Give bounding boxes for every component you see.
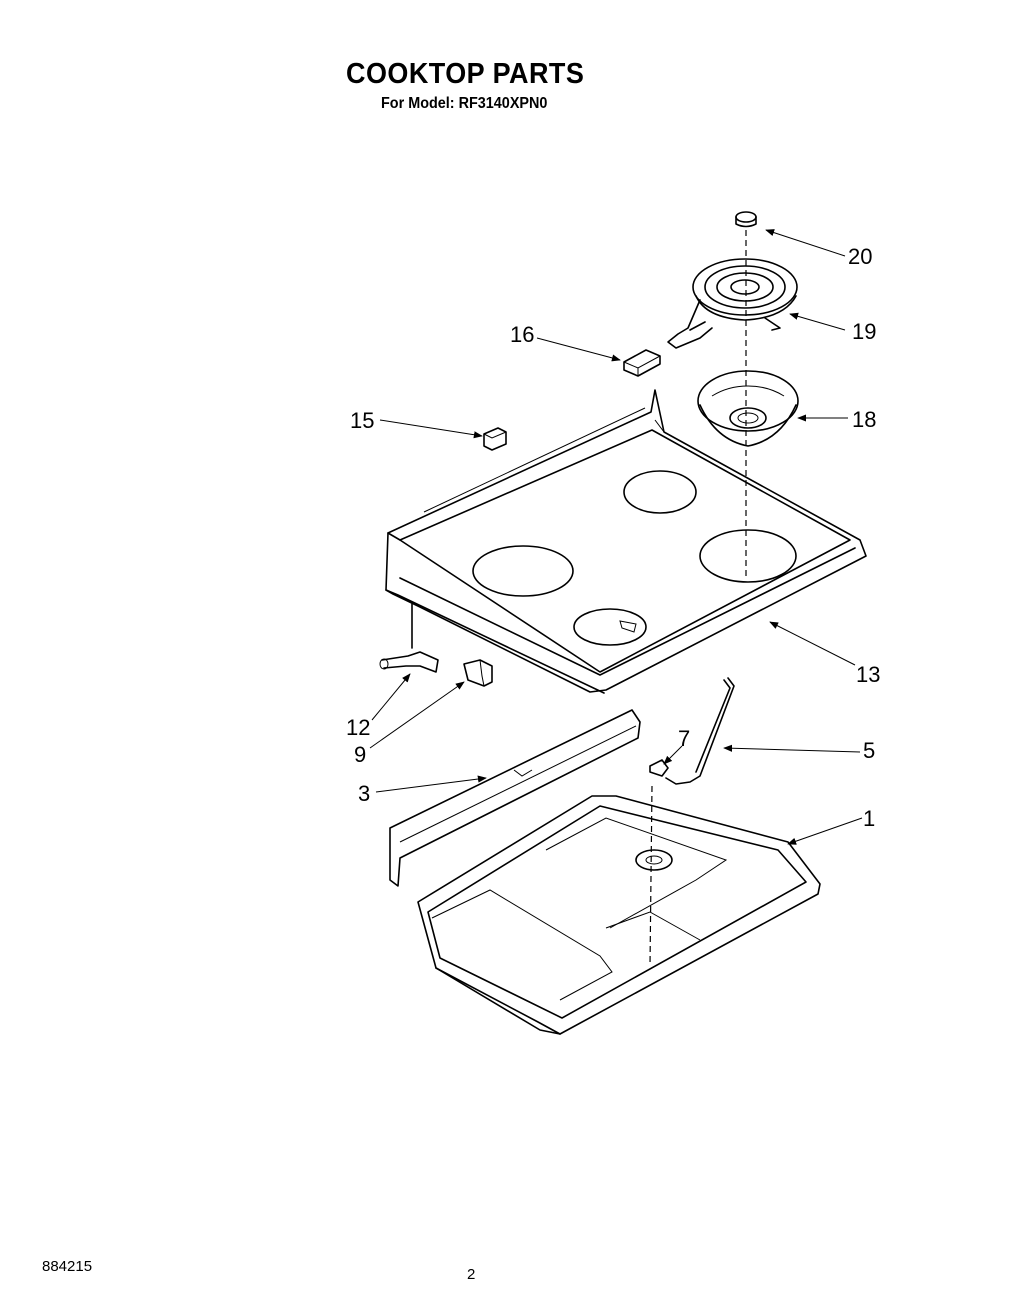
leader-arrows — [369, 229, 863, 845]
callout-5: 5 — [863, 738, 875, 763]
page-number: 2 — [467, 1266, 476, 1283]
part-15-bracket — [483, 427, 507, 451]
callout-15: 15 — [350, 408, 374, 433]
part-5-rod — [665, 677, 735, 785]
callout-20: 20 — [848, 244, 872, 269]
part-9-clip — [463, 659, 493, 687]
document-number: 884215 — [42, 1258, 93, 1275]
callout-13: 13 — [856, 662, 880, 687]
callout-7: 7 — [678, 726, 690, 751]
assembly-line — [649, 785, 653, 967]
part-3-rear-strip — [389, 709, 641, 887]
callout-3: 3 — [358, 781, 370, 806]
part-7-clip — [649, 759, 669, 777]
part-1-bottom-pan — [417, 795, 821, 1035]
callout-12: 12 — [346, 715, 370, 740]
callout-16: 16 — [510, 322, 534, 347]
callout-18: 18 — [852, 407, 876, 432]
model-subtitle: For Model: RF3140XPN0 — [381, 95, 548, 112]
page-title: COOKTOP PARTS — [346, 58, 585, 90]
callout-9: 9 — [354, 742, 366, 767]
part-13-cooktop — [385, 389, 867, 694]
part-18-drip-bowl — [697, 370, 799, 447]
part-19-surface-element — [667, 258, 798, 349]
callout-1: 1 — [863, 806, 875, 831]
part-20-cap — [735, 211, 757, 228]
part-12-hinge — [379, 603, 439, 673]
callout-19: 19 — [852, 319, 876, 344]
part-16-terminal-block — [623, 349, 661, 377]
